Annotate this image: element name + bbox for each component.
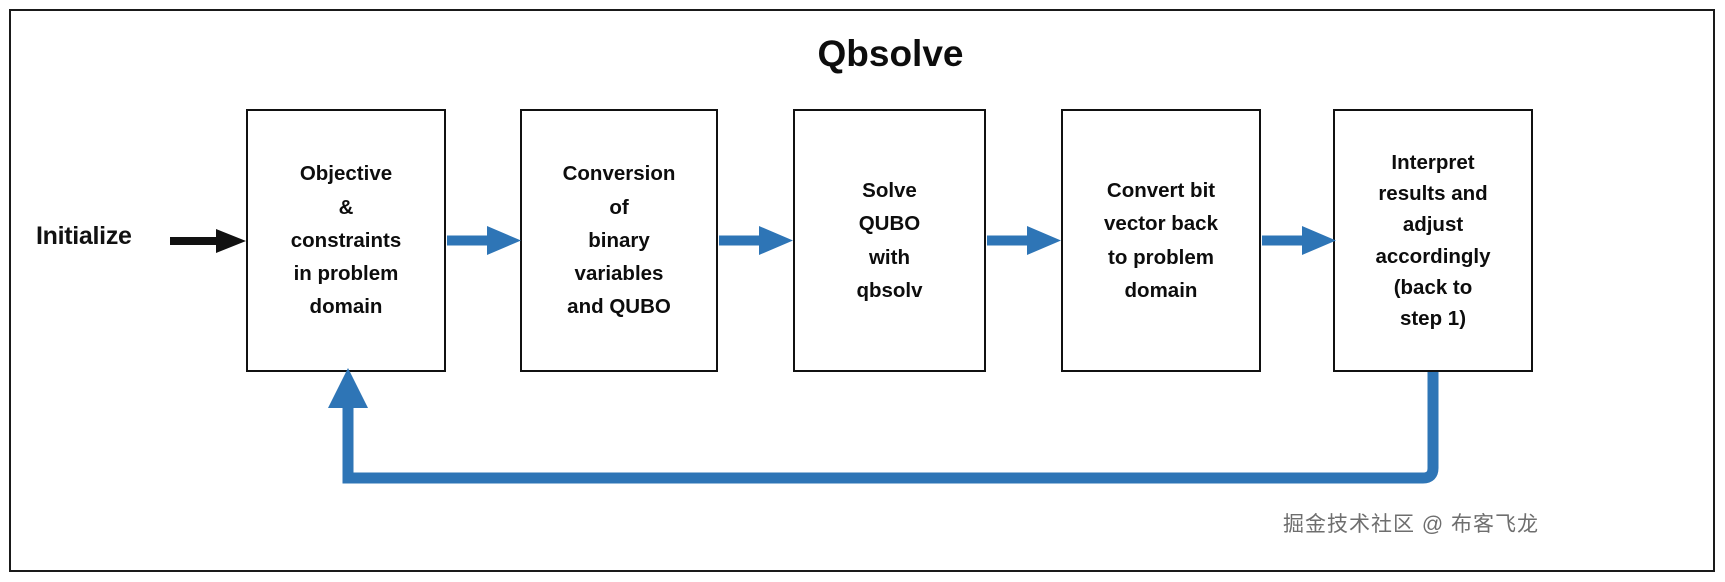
initialize-label: Initialize — [36, 222, 132, 250]
flow-arrow-icon-3 — [987, 226, 1061, 255]
process-box-convert-back: Convert bit vector back to problem domai… — [1061, 109, 1261, 372]
process-box-label: Interpret results and adjust accordingly… — [1375, 151, 1491, 330]
process-box-interpret: Interpret results and adjust accordingly… — [1333, 109, 1533, 372]
flow-arrow-icon-2 — [719, 226, 793, 255]
process-box-label: Objective & constraints in problem domai… — [290, 162, 402, 319]
initialize-arrow-icon — [170, 229, 246, 253]
flow-arrow-icon-1 — [447, 226, 521, 255]
feedback-loop-arrow-icon — [328, 368, 1439, 484]
flow-arrow-icon-4 — [1262, 226, 1336, 255]
page-title: Qbsolve — [817, 33, 964, 74]
watermark-text: 掘金技术社区 @ 布客飞龙 — [1283, 513, 1539, 536]
process-box-label: Convert bit vector back to problem domai… — [1104, 179, 1218, 302]
process-box-label: Solve QUBO with qbsolv — [856, 179, 923, 302]
process-box-solve: Solve QUBO with qbsolv — [793, 109, 986, 372]
process-box-label: Conversion of binary variables and QUBO — [562, 162, 676, 319]
process-box-objective: Objective & constraints in problem domai… — [246, 109, 446, 372]
process-box-conversion: Conversion of binary variables and QUBO — [520, 109, 718, 372]
diagram-frame — [9, 9, 1715, 572]
